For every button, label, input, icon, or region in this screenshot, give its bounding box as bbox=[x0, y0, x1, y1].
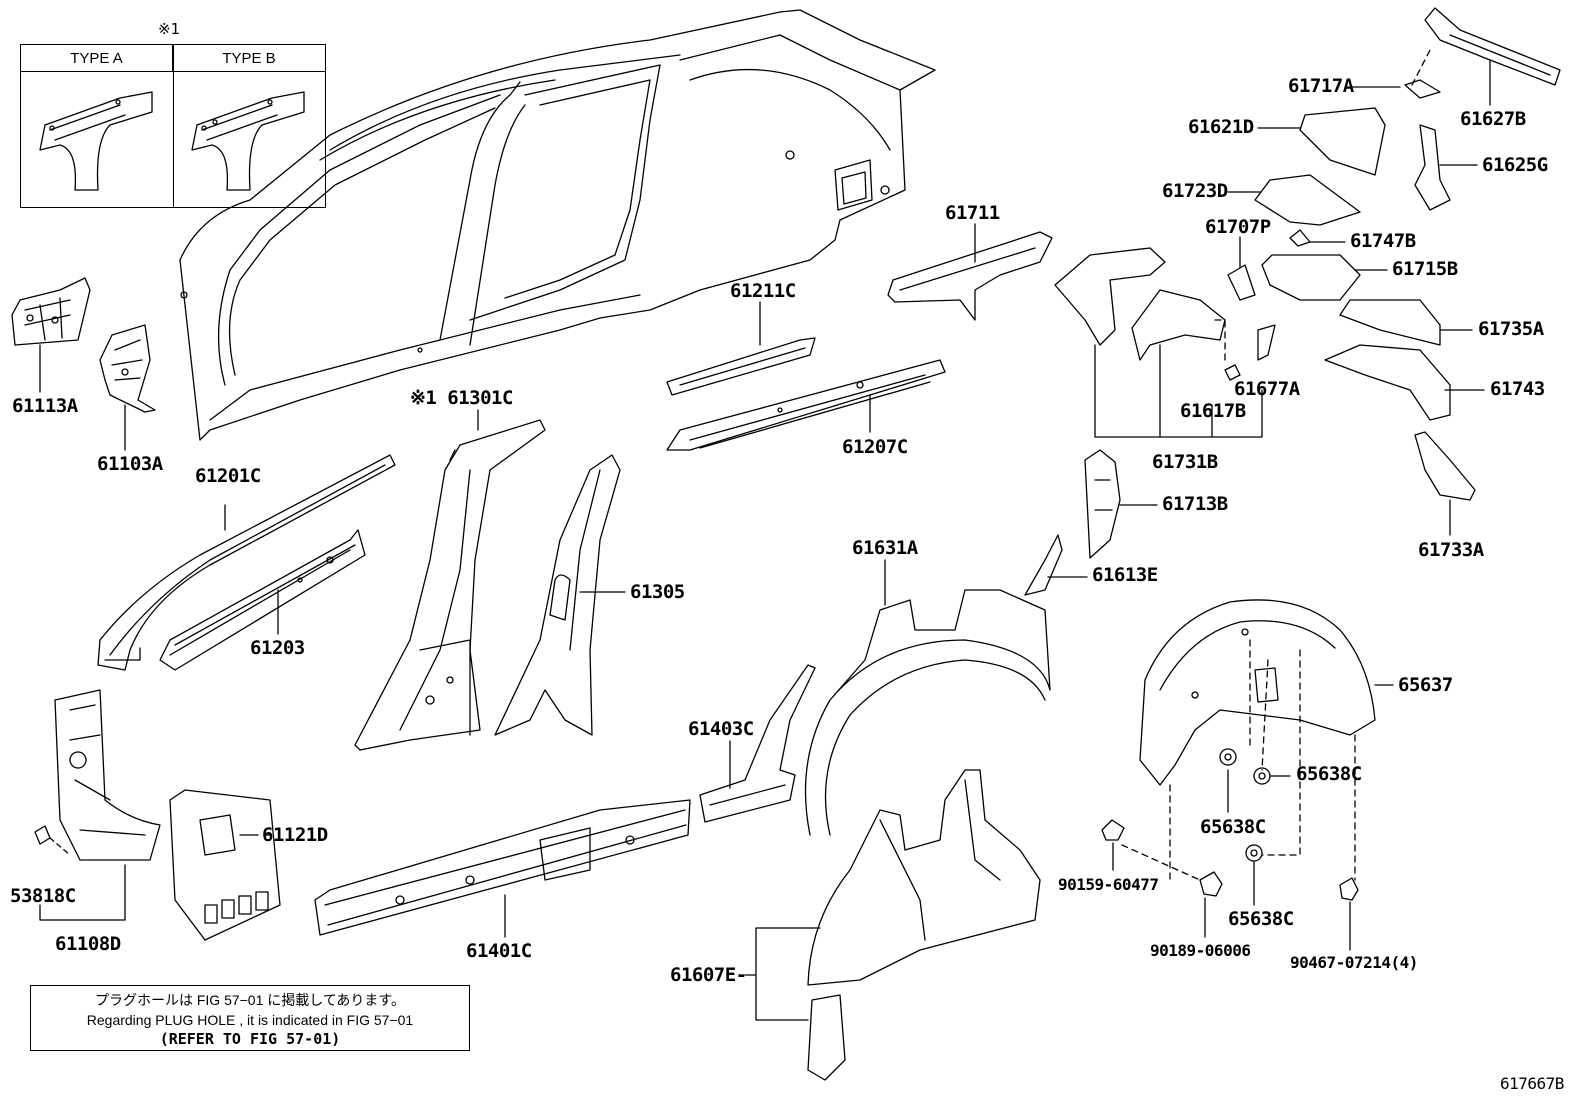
part-label-61711: 61711 bbox=[945, 202, 1000, 224]
part-label-61305: 61305 bbox=[630, 581, 685, 603]
part-label-61625G: 61625G bbox=[1482, 154, 1548, 176]
part-61717A bbox=[1404, 79, 1441, 99]
part-53818C bbox=[34, 825, 71, 856]
part-label-65637: 65637 bbox=[1398, 674, 1453, 696]
inset-reference-mark: ※1 bbox=[158, 20, 181, 38]
part-61305 bbox=[494, 454, 621, 736]
note-english: Regarding PLUG HOLE , it is indicated in… bbox=[86, 1012, 414, 1028]
part-label-61735A: 61735A bbox=[1478, 318, 1544, 340]
part-label-61627B: 61627B bbox=[1460, 108, 1526, 130]
part-61731B-group bbox=[1054, 247, 1276, 438]
part-61715B bbox=[1261, 254, 1361, 301]
part-label-61108D: 61108D bbox=[55, 933, 121, 955]
part-61713B bbox=[1084, 449, 1121, 559]
fasteners bbox=[1101, 748, 1359, 901]
part-label-61717A: 61717A bbox=[1288, 75, 1354, 97]
part-label-65638C-2: 65638C bbox=[1200, 816, 1266, 838]
part-61401C bbox=[314, 799, 691, 936]
part-label-61121D: 61121D bbox=[262, 824, 328, 846]
part-61627B bbox=[1424, 7, 1561, 86]
part-65637 bbox=[1139, 599, 1376, 786]
part-61631A bbox=[804, 589, 1051, 836]
part-label-61203: 61203 bbox=[250, 637, 305, 659]
part-label-61301C: ※1 61301C bbox=[410, 387, 513, 409]
part-61113A bbox=[11, 277, 91, 346]
part-61103A bbox=[99, 324, 156, 413]
part-61607E bbox=[807, 769, 1041, 1081]
part-label-61715B: 61715B bbox=[1392, 258, 1458, 280]
part-label-61713B: 61713B bbox=[1162, 493, 1228, 515]
part-label-90189-06006: 90189-06006 bbox=[1150, 941, 1251, 960]
part-label-65638C-3: 65638C bbox=[1228, 908, 1294, 930]
part-label-61607E: 61607E- bbox=[670, 964, 747, 986]
part-label-61677A: 61677A bbox=[1234, 378, 1300, 400]
part-label-90159-60477: 90159-60477 bbox=[1058, 875, 1159, 894]
part-label-61613E: 61613E bbox=[1092, 564, 1158, 586]
part-label-61747B: 61747B bbox=[1350, 230, 1416, 252]
part-61403C bbox=[699, 664, 816, 823]
body-side-outer-panel bbox=[179, 9, 936, 441]
part-61711 bbox=[887, 231, 1053, 321]
plug-hole-note: プラグホールは FIG 57−01 に掲載してあります。 Regarding P… bbox=[30, 985, 470, 1051]
part-label-61401C: 61401C bbox=[466, 940, 532, 962]
part-label-61743: 61743 bbox=[1490, 378, 1545, 400]
part-61733A bbox=[1414, 431, 1476, 501]
part-61707P bbox=[1227, 264, 1256, 301]
part-61211C bbox=[666, 337, 816, 396]
part-61613E bbox=[1024, 534, 1063, 596]
part-label-90467-07214: 90467-07214(4) bbox=[1290, 953, 1418, 972]
type-b-header: TYPE B bbox=[173, 45, 325, 72]
part-61207C bbox=[666, 359, 946, 451]
part-61747B bbox=[1289, 229, 1311, 247]
part-label-61201C: 61201C bbox=[195, 465, 261, 487]
part-label-65638C-1: 65638C bbox=[1296, 763, 1362, 785]
part-61743 bbox=[1324, 344, 1451, 421]
part-label-61723D: 61723D bbox=[1162, 180, 1228, 202]
type-comparison-inset: TYPE A TYPE B bbox=[20, 44, 326, 208]
inset-type-b-sketch bbox=[191, 91, 305, 191]
part-label-61707P: 61707P bbox=[1205, 216, 1271, 238]
part-61735A bbox=[1339, 299, 1441, 346]
part-label-61403C: 61403C bbox=[688, 718, 754, 740]
part-label-53818C: 53818C bbox=[10, 885, 76, 907]
type-a-header: TYPE A bbox=[21, 45, 173, 72]
figure-code: 617667B bbox=[1500, 1074, 1564, 1093]
part-label-61733A: 61733A bbox=[1418, 539, 1484, 561]
part-61723D bbox=[1254, 174, 1361, 226]
part-61625G bbox=[1414, 124, 1451, 211]
part-61201C bbox=[97, 454, 396, 671]
part-label-61207C: 61207C bbox=[842, 436, 908, 458]
dashed-leaders bbox=[1121, 49, 1431, 881]
note-reference: (REFER TO FIG 57-01) bbox=[159, 1030, 341, 1048]
leader-lines bbox=[39, 59, 1491, 1021]
part-61121D bbox=[169, 789, 281, 941]
part-label-61631A: 61631A bbox=[852, 537, 918, 559]
part-label-61621D: 61621D bbox=[1188, 116, 1254, 138]
note-japanese: プラグホールは FIG 57−01 に掲載してあります。 bbox=[94, 992, 406, 1008]
part-61203 bbox=[159, 529, 366, 671]
part-label-61211C: 61211C bbox=[730, 280, 796, 302]
part-61108D bbox=[54, 689, 161, 861]
inset-divider bbox=[173, 45, 174, 207]
part-label-61617B: 61617B bbox=[1180, 400, 1246, 422]
part-label-61103A: 61103A bbox=[97, 453, 163, 475]
part-label-61731B: 61731B bbox=[1152, 451, 1218, 473]
part-61301C bbox=[354, 419, 546, 751]
inset-type-a-sketch bbox=[39, 91, 153, 191]
part-61621D bbox=[1299, 107, 1386, 176]
part-label-61113A: 61113A bbox=[12, 395, 78, 417]
